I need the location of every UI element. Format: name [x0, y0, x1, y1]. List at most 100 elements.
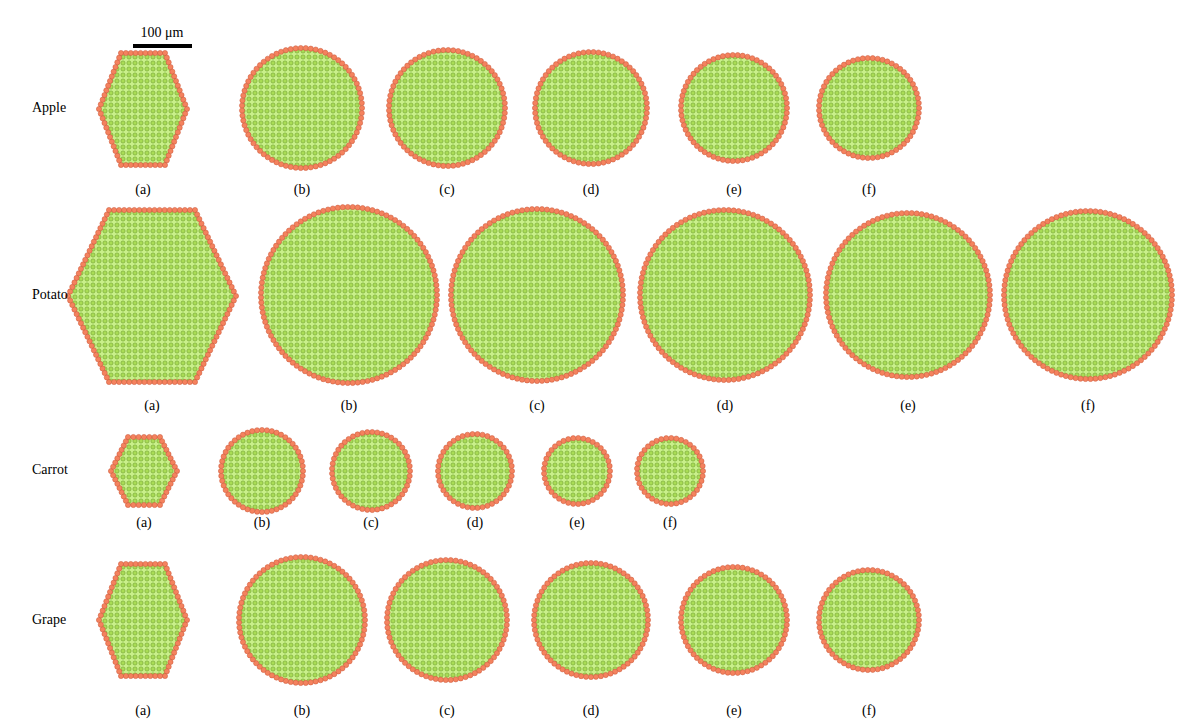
wall-particle: [700, 463, 705, 468]
wall-particle: [638, 280, 643, 285]
wall-particle: [721, 207, 726, 212]
cell-body: [682, 56, 786, 160]
wall-particle: [826, 315, 831, 320]
wall-particle: [172, 379, 177, 384]
wall-particle: [361, 632, 366, 637]
wall-particle: [678, 615, 683, 620]
panel-label: (b): [252, 181, 352, 199]
wall-particle: [250, 429, 255, 434]
wall-particle: [561, 438, 566, 443]
wall-particle: [697, 373, 702, 378]
wall-particle: [915, 115, 920, 120]
wall-particle: [571, 52, 576, 57]
wall-particle: [850, 58, 855, 63]
panel-label: (a): [102, 397, 202, 415]
wall-particle: [1002, 302, 1007, 307]
wall-particle: [904, 210, 909, 215]
wall-particle: [451, 273, 456, 278]
wall-particle: [740, 53, 745, 58]
wall-particle: [355, 205, 360, 210]
wall-particle: [541, 466, 546, 471]
wall-particle: [510, 210, 515, 215]
wall-particle: [1164, 263, 1169, 268]
wall-particle: [141, 434, 146, 439]
wall-particle: [436, 163, 441, 168]
wall-particle: [533, 110, 538, 115]
wall-particle: [355, 432, 360, 437]
wall-particle: [781, 598, 786, 603]
round-cell: [823, 210, 992, 379]
wall-particle: [434, 287, 439, 292]
wall-particle: [240, 639, 245, 644]
row-label: Potato: [32, 286, 68, 304]
wall-particle: [679, 113, 684, 118]
wall-particle: [283, 556, 288, 561]
cell-body: [240, 558, 364, 682]
wall-particle: [360, 205, 365, 210]
wall-particle: [916, 105, 921, 110]
wall-particle: [259, 509, 264, 514]
wall-particle: [458, 676, 463, 681]
wall-particle: [480, 505, 485, 510]
wall-particle: [503, 602, 508, 607]
wall-particle: [330, 206, 335, 211]
wall-particle: [375, 376, 380, 381]
wall-particle: [357, 593, 362, 598]
wall-particle: [985, 312, 990, 317]
wall-particle: [681, 634, 686, 639]
wall-particle: [435, 468, 440, 473]
wall-particle: [158, 50, 163, 55]
wall-particle: [1112, 372, 1117, 377]
scale-bar: [133, 44, 192, 48]
wall-particle: [111, 473, 116, 478]
wall-particle: [618, 312, 623, 317]
wall-particle: [386, 103, 391, 108]
wall-particle: [645, 608, 650, 613]
wall-particle: [541, 471, 546, 476]
wall-particle: [299, 478, 304, 483]
wall-particle: [153, 50, 158, 55]
wall-particle: [608, 671, 613, 676]
wall-particle: [914, 632, 919, 637]
wall-particle: [128, 50, 133, 55]
wall-particle: [237, 610, 242, 615]
wall-particle: [340, 205, 345, 210]
wall-particle: [386, 605, 391, 610]
wall-particle: [318, 48, 323, 53]
wall-particle: [678, 620, 683, 625]
wall-particle: [735, 670, 740, 675]
wall-particle: [679, 625, 684, 630]
hexagonal-cell: [96, 50, 189, 167]
wall-particle: [335, 380, 340, 385]
wall-particle: [362, 617, 367, 622]
wall-particle: [987, 282, 992, 287]
wall-particle: [588, 560, 593, 565]
wall-particle: [544, 378, 549, 383]
wall-particle: [642, 120, 647, 125]
wall-particle: [916, 617, 921, 622]
wall-particle: [735, 53, 740, 58]
wall-particle: [438, 483, 443, 488]
wall-particle: [98, 111, 103, 116]
wall-particle: [1167, 312, 1172, 317]
wall-particle: [218, 468, 223, 473]
wall-particle: [379, 431, 384, 436]
wall-particle: [593, 674, 598, 679]
wall-particle: [508, 458, 513, 463]
wall-particle: [330, 379, 335, 384]
wall-particle: [784, 100, 789, 105]
wall-particle: [607, 463, 612, 468]
wall-particle: [259, 300, 264, 305]
wall-particle: [875, 56, 880, 61]
wall-particle: [679, 499, 684, 504]
wall-particle: [1166, 268, 1171, 273]
wall-particle: [335, 205, 340, 210]
wall-particle: [784, 612, 789, 617]
wall-particle: [128, 561, 133, 566]
wall-particle: [885, 664, 890, 669]
wall-particle: [437, 478, 442, 483]
wall-particle: [509, 473, 514, 478]
wall-particle: [288, 555, 293, 560]
wall-particle: [741, 209, 746, 214]
wall-particle: [504, 617, 509, 622]
